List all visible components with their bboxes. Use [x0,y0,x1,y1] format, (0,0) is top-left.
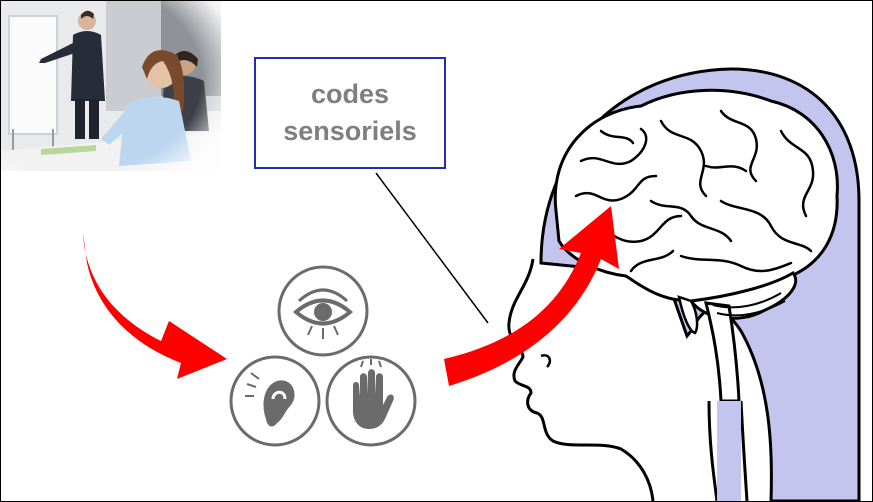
arrow-photo-to-senses [83,233,227,379]
label-line-2: sensoriels [283,116,417,146]
label-pointer-line [375,172,489,324]
eye-icon [277,265,369,357]
arrow-senses-to-brain [444,206,619,386]
meeting-photo [1,1,221,171]
ear-icon [229,355,321,447]
brain-head [507,67,861,501]
label-line-1: codes [310,79,390,109]
hand-icon [325,355,417,447]
sensory-codes-label: codes sensoriels [254,57,446,169]
